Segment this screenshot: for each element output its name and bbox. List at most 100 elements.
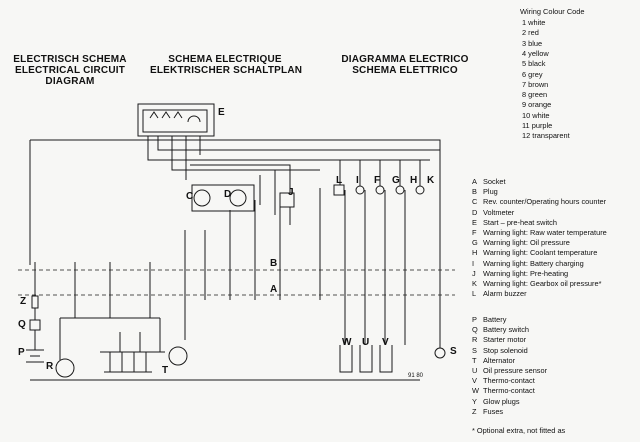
legend-text: Starter motor xyxy=(483,335,527,345)
legend-text: Thermo-contact xyxy=(483,386,535,396)
legend-text: Thermo-contact xyxy=(483,376,535,386)
voltmeter-gauge xyxy=(229,189,247,207)
light-i xyxy=(355,185,365,195)
label-c: C xyxy=(186,191,194,202)
diagram-code: 91 80 xyxy=(408,373,424,379)
label-t: T xyxy=(162,365,169,376)
legend-key: R xyxy=(472,335,478,345)
label-r: R xyxy=(46,361,54,372)
sensors xyxy=(339,345,393,373)
legend-key: U xyxy=(472,366,478,375)
engine-wires xyxy=(34,300,441,360)
gauge-panel xyxy=(191,184,255,212)
light-f xyxy=(375,185,385,195)
title-fr-line1: SCHEMA ELECTRIQUE xyxy=(168,54,282,65)
colour-code-item: 8 green xyxy=(522,90,548,100)
title-nl-line2: ELECTRICAL CIRCUIT xyxy=(14,65,126,76)
label-v: V xyxy=(382,337,389,348)
legend-text: Plug xyxy=(483,187,498,197)
legend-text: Alarm buzzer xyxy=(483,289,527,299)
legend-key: W xyxy=(472,386,479,396)
title-it-line1: DIAGRAMMA ELECTRICO xyxy=(341,54,469,65)
colour-code-item: 9 orange xyxy=(522,100,552,110)
label-i: I xyxy=(356,175,359,186)
legend-key: F xyxy=(472,228,477,237)
legend-text: Stop solenoid xyxy=(483,345,528,355)
colour-code-item: 12 transparent xyxy=(522,131,570,141)
fuse-z xyxy=(31,295,39,309)
colour-code-item: 4 yellow xyxy=(522,48,549,58)
colour-code-item: 2 red xyxy=(522,28,539,38)
legend-key: J xyxy=(472,268,476,278)
label-l: L xyxy=(336,175,343,186)
label-h: H xyxy=(410,175,418,186)
starter-motor-r xyxy=(55,358,75,378)
legend-key: P xyxy=(472,315,477,324)
legend-key: G xyxy=(472,238,478,248)
alternator-t xyxy=(168,346,188,366)
legend-text: Glow plugs xyxy=(483,396,520,406)
label-w: W xyxy=(342,337,352,348)
legend-text: Oil pressure sensor xyxy=(483,366,548,375)
start-switch-contacts xyxy=(149,111,201,123)
legend-key: S xyxy=(472,345,477,355)
light-g xyxy=(395,185,405,195)
colour-code-item: 7 brown xyxy=(522,79,549,89)
legend-text: Voltmeter xyxy=(483,207,515,217)
label-u: U xyxy=(362,337,370,348)
legend-key: Q xyxy=(472,325,478,335)
label-e: E xyxy=(218,107,225,118)
label-g: G xyxy=(392,175,400,186)
preheat-light xyxy=(279,192,295,208)
legend-text: Battery xyxy=(483,315,507,324)
stop-solenoid-s xyxy=(434,347,446,359)
legend-text: Warning light: Pre-heating xyxy=(483,268,569,278)
colour-code-item: 5 black xyxy=(522,59,546,69)
title-fr-line2: ELEKTRISCHER SCHALTPLAN xyxy=(150,65,303,76)
glow-plugs-y xyxy=(104,352,152,373)
legend-key: I xyxy=(472,258,475,268)
legend-text: Rev. counter/Operating hours counter xyxy=(483,197,607,207)
legend-key: E xyxy=(472,217,477,227)
colour-code-item: 6 grey xyxy=(522,69,543,79)
footnote: * Optional extra, not fitted as xyxy=(472,426,566,435)
legend-key: B xyxy=(472,187,477,197)
legend-text: Warning light: Gearbox oil pressure* xyxy=(483,279,602,288)
label-k: K xyxy=(427,175,435,186)
label-d: D xyxy=(224,189,232,200)
legend-text: Alternator xyxy=(483,355,516,365)
legend-text: Warning light: Raw water temperature xyxy=(483,228,607,237)
rev-counter-gauge xyxy=(193,189,211,207)
legend-text: Fuses xyxy=(483,406,504,416)
legend-key: H xyxy=(472,248,478,258)
alarm-buzzer xyxy=(333,184,345,196)
legend-text: Warning light: Battery charging xyxy=(483,258,584,268)
legend-text: Warning light: Coolant temperature xyxy=(483,248,598,258)
colour-code-item: 11 purple xyxy=(522,121,553,130)
start-switch-box xyxy=(137,103,215,137)
label-j: J xyxy=(288,187,294,198)
legend-text: Start – pre-heat switch xyxy=(483,217,557,227)
battery-switch-q xyxy=(29,319,41,331)
title-it-line2: SCHEMA ELETTRICO xyxy=(352,65,458,76)
label-p: P xyxy=(18,347,25,358)
legend-key: A xyxy=(472,177,477,186)
colour-code-item: 3 blue xyxy=(522,38,543,48)
legend-key: V xyxy=(472,376,477,386)
label-z: Z xyxy=(20,296,27,307)
label-f: F xyxy=(374,175,381,186)
legend-key: C xyxy=(472,197,478,207)
connector-pins xyxy=(34,262,441,300)
instrument-panel-wires xyxy=(184,188,406,262)
legend-key: Z xyxy=(472,406,477,416)
title-nl-line1: ELECTRISCH SCHEMA xyxy=(13,54,127,65)
start-switch-inner xyxy=(142,109,208,133)
legend-key: Y xyxy=(472,396,477,406)
warning-lights-bus xyxy=(318,159,430,188)
legend-key: L xyxy=(472,289,477,299)
colour-code-heading: Wiring Colour Code xyxy=(520,7,585,16)
frame-wires xyxy=(29,136,441,270)
label-q: Q xyxy=(18,319,26,330)
label-plug-b: B xyxy=(270,258,278,269)
